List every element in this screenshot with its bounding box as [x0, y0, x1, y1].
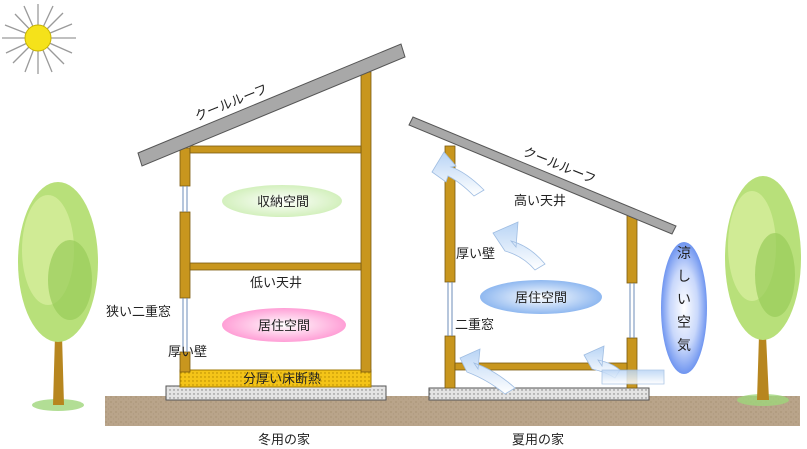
storage-space-bubble — [222, 185, 342, 217]
cool-roof — [137, 43, 406, 167]
svg-text:気: 気 — [677, 338, 691, 354]
high-ceiling-label: 高い天井 — [514, 193, 566, 209]
winter-house — [137, 43, 406, 401]
floor-insulation-label: 分厚い床断熱 — [243, 372, 321, 387]
window-upper — [182, 186, 188, 212]
double-window-label: 二重窓 — [455, 317, 494, 333]
svg-text:空: 空 — [677, 315, 691, 331]
sun-icon — [2, 4, 76, 74]
cool-roof — [408, 116, 677, 235]
winter-living-space-label: 居住空間 — [258, 319, 310, 334]
cool-air-cloud — [661, 242, 707, 374]
summer-house — [408, 116, 677, 401]
storage-space-label: 収納空間 — [257, 195, 309, 210]
floor-insulation — [179, 369, 372, 388]
low-ceiling-label: 低い天井 — [250, 276, 302, 291]
svg-text:涼: 涼 — [677, 246, 691, 262]
winter-house-caption: 冬用の家 — [258, 432, 310, 448]
double-window-left — [447, 282, 453, 336]
winter-thick-wall-label: 厚い壁 — [168, 345, 207, 360]
tree-left-icon — [18, 182, 98, 411]
svg-text:し: し — [677, 269, 691, 285]
summer-thick-wall-label: 厚い壁 — [456, 247, 495, 262]
summer-house-caption: 夏用の家 — [512, 432, 564, 448]
living-space-bubble — [222, 308, 346, 342]
tree-right-icon — [725, 176, 801, 406]
cool-air-label: 涼 し い 空 気 — [677, 246, 691, 354]
narrow-double-window-label: 狭い二重窓 — [106, 304, 171, 320]
summer-living-space-label: 居住空間 — [515, 291, 567, 306]
ground — [105, 396, 800, 426]
svg-text:い: い — [677, 292, 691, 308]
window-lower — [182, 298, 188, 352]
living-space-bubble — [480, 280, 602, 314]
double-window-right — [629, 283, 635, 338]
airflow-arrow-icon — [431, 151, 665, 395]
